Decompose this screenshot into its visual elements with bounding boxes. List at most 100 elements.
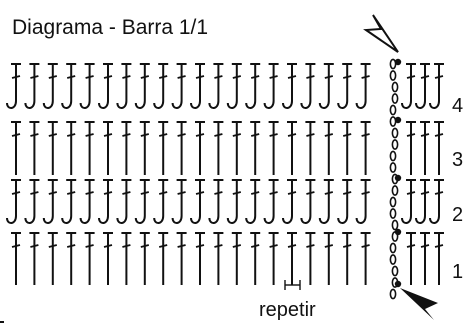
stitch-symbol [323,232,334,285]
turning-chain [389,58,402,300]
stitch-symbol [263,63,279,109]
front-post-hook-symbol [355,100,367,109]
stitch-symbol [245,63,261,109]
front-post-hook-symbol [42,215,54,224]
stitch-symbol [195,232,205,285]
chain-stitch-symbol [389,196,397,208]
stitch-symbol [213,121,224,175]
stitch-grid [6,63,444,285]
front-post-hook-symbol [61,100,73,109]
chain-stitch-symbol [389,208,397,219]
chain-stitch-symbol [389,150,397,162]
stitch-symbol [401,63,416,109]
stitch-symbol [61,179,77,224]
stitch-symbol [226,179,242,224]
stitch-symbol [406,121,416,175]
stitch-symbol [208,63,224,109]
stitch-symbol [121,121,132,175]
slip-stitch-dot [394,58,402,66]
stitch-symbol [158,121,169,175]
stitch-symbol [79,63,95,109]
stitch-symbol [190,179,205,224]
front-post-hook-symbol [79,215,91,224]
end-arrow-icon [363,14,399,53]
stitch-symbol [213,232,224,285]
stitch-symbol [79,179,95,224]
stitch-symbol [305,121,316,175]
stitch-symbol [318,179,334,224]
stitch-symbol [47,121,58,175]
front-post-hook-symbol [245,215,257,224]
front-post-hook-symbol [98,215,109,224]
stitch-symbol [355,63,371,109]
front-post-hook-symbol [337,215,349,224]
stitch-symbol [171,63,187,109]
stitch-symbol [116,179,132,224]
stitch-symbol [42,179,58,224]
stitch-symbol [42,63,58,109]
stitch-symbol [11,121,21,175]
stitch-symbol [6,63,21,109]
front-post-hook-symbol [401,100,412,109]
stitch-symbol [250,232,261,285]
stitch-symbol [282,63,297,109]
slip-stitch-dot [394,116,402,124]
front-post-hook-symbol [24,100,36,109]
stitch-symbol [47,232,58,285]
front-post-hook-symbol [337,100,349,109]
stitch-symbol [98,63,113,109]
chain-stitch-symbol [391,93,399,104]
front-post-hook-symbol [79,100,91,109]
slip-stitch-dot [394,228,402,236]
front-post-hook-symbol [226,215,238,224]
chain-stitch-symbol [389,288,397,300]
repeat-label: repetir [259,299,316,321]
chain-stitch-symbol [389,70,397,81]
chain-stitch-symbol [389,58,397,70]
stitch-symbol [84,232,95,285]
front-post-hook-symbol [116,100,128,109]
stitch-symbol [337,63,353,109]
front-post-hook-symbol [245,100,257,109]
front-post-hook-symbol [98,100,109,109]
stitch-symbol [134,63,150,109]
front-post-hook-symbol [116,215,128,224]
chain-stitch-symbol [389,162,397,173]
front-post-hook-symbol [190,100,201,109]
slip-stitch-dot [394,280,402,288]
front-post-hook-symbol [263,100,275,109]
chain-stitch-symbol [389,242,397,254]
front-post-hook-symbol [429,100,440,109]
stitch-symbol [139,121,150,175]
stitch-symbol [305,232,316,285]
stitch-symbol [415,63,430,109]
stitch-symbol [231,232,242,285]
stitch-symbol [420,121,430,175]
front-post-hook-symbol [263,215,275,224]
stitch-symbol [66,232,77,285]
stitch-symbol [337,179,353,224]
front-post-hook-symbol [153,215,165,224]
stitch-symbol [300,63,316,109]
stitch-symbol [282,179,297,224]
slip-stitch-dot [394,174,402,182]
front-post-hook-symbol [401,215,412,224]
front-post-hook-symbol [300,100,312,109]
stitch-symbol [287,121,297,175]
row-number-4: 4 [452,95,464,117]
front-post-hook-symbol [208,215,220,224]
chain-stitch-symbol [391,127,399,139]
front-post-hook-symbol [282,100,293,109]
stitch-symbol [84,121,95,175]
row-number-2: 2 [452,204,464,226]
diagram-title: Diagrama - Barra 1/1 [12,16,209,39]
front-post-hook-symbol [6,100,17,109]
front-post-hook-symbol [6,215,17,224]
chain-stitch-symbol [391,265,399,277]
front-post-hook-symbol [61,215,73,224]
front-post-hook-symbol [171,100,183,109]
front-post-hook-symbol [300,215,312,224]
stitch-symbol [360,121,371,175]
stitch-symbol [176,232,187,285]
